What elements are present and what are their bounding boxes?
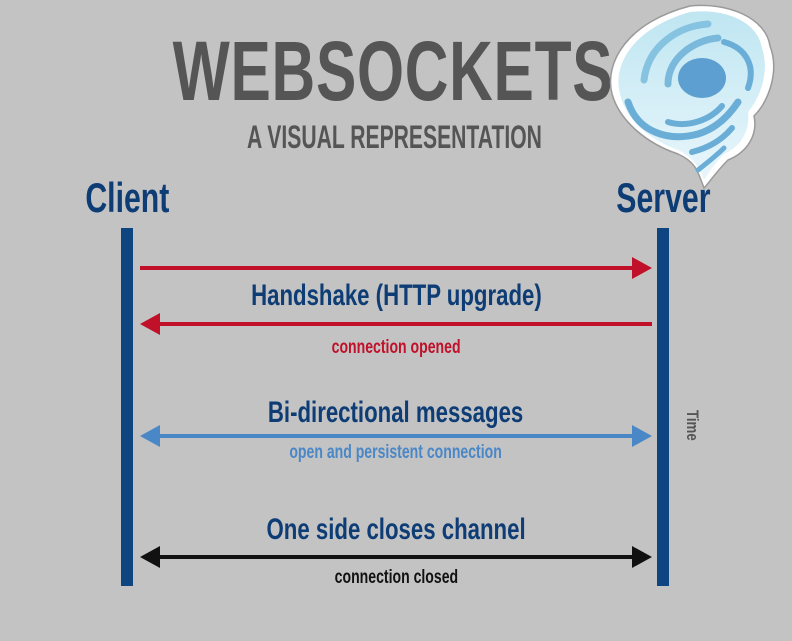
bidirectional-arrow [140,425,652,447]
connection-opened-note: connection opened [0,336,792,360]
persistent-connection-note: open and persistent connection [0,441,792,465]
handshake-response-arrow [140,313,652,335]
connection-closed-note: connection closed [0,566,792,590]
handshake-request-arrow [140,257,652,279]
connection-opened-text: connection opened [331,337,461,358]
connection-closed-text: connection closed [334,567,458,588]
persistent-connection-text: open and persistent connection [289,442,503,463]
server-text: Server [615,174,711,221]
server-lifeline [657,228,669,586]
handshake-title: Handshake (HTTP upgrade) [0,276,792,316]
time-axis-label: Time [676,410,706,444]
client-actor-label: Client [60,172,194,224]
title-text: WEBSOCKETS [172,24,614,118]
page-subtitle: A VISUAL REPRESENTATION [0,118,792,156]
subtitle-text: A VISUAL REPRESENTATION [246,119,542,155]
close-channel-title: One side closes channel [0,510,792,550]
time-text: Time [683,410,702,441]
client-text: Client [84,174,169,221]
handshake-title-text: Handshake (HTTP upgrade) [250,279,542,312]
tornado-logo-icon [609,4,775,190]
client-lifeline [121,228,133,586]
page-title: WEBSOCKETS [0,26,792,116]
bidirectional-title: Bi-directional messages [0,393,792,433]
close-channel-title-text: One side closes channel [266,513,526,546]
close-arrow [140,546,652,568]
bidirectional-title-text: Bi-directional messages [268,396,524,429]
server-actor-label: Server [596,172,730,224]
